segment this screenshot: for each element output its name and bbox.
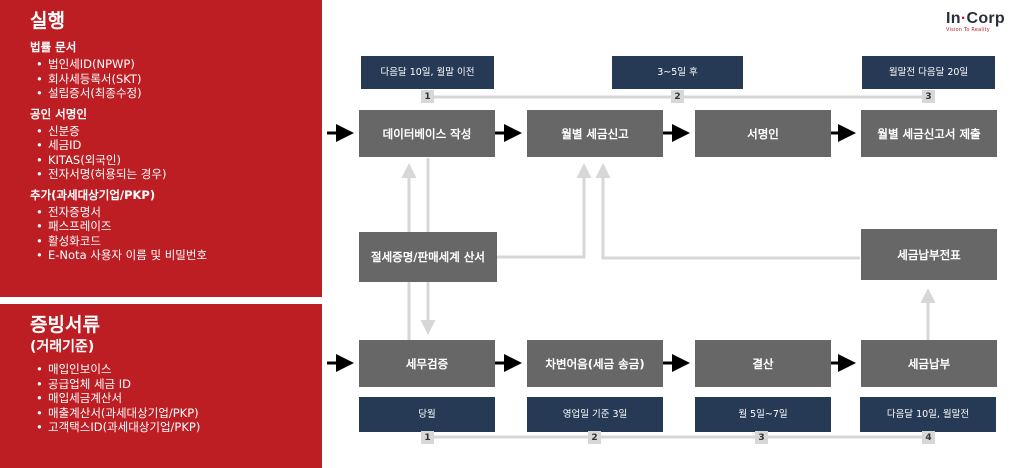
- list-item: 패스프레이즈: [34, 219, 322, 234]
- logo-text: In: [946, 10, 961, 27]
- process-signatory: 서명인: [695, 110, 831, 157]
- incorp-logo: In·Corp Vision To Reality: [946, 10, 1016, 36]
- list-item: 매입세금계산서: [34, 391, 322, 406]
- list-item: 법인세ID(NPWP): [34, 57, 322, 72]
- bottom-step-number-2: 2: [588, 431, 601, 444]
- arrow-slip-to-filing: [595, 163, 860, 260]
- top-step-number-1: 1: [421, 90, 434, 103]
- process-tax-payment: 세금납부: [861, 340, 997, 387]
- supporting-docs-subtitle: (거래기준): [30, 339, 95, 355]
- process-settlement: 결산: [695, 340, 831, 387]
- list-item: E-Nota 사용자 이름 및 비밀번호: [34, 248, 322, 263]
- signatory-list: 신분증 세금ID KITAS(외국인) 전자서명(허용되는 경우): [34, 124, 322, 182]
- bottom-timeline-label-3: 월 5일~7일: [695, 397, 831, 432]
- bottom-step-number-4: 4: [922, 431, 935, 444]
- logo-dot: ·: [960, 10, 967, 27]
- supporting-docs-list: 매입인보이스 공급업체 세금 ID 매입세금계산서 매출계산서(과세대상기업/P…: [34, 362, 322, 435]
- top-timeline-label-1: 다음달 10일, 월말 이전: [361, 56, 494, 89]
- supporting-docs-title: 증빙서류: [30, 314, 100, 336]
- list-item: 설립증서(최종수정): [34, 86, 322, 101]
- list-item: 활성화코드: [34, 234, 322, 249]
- list-item: 신분증: [34, 124, 322, 139]
- bottom-step-number-3: 3: [755, 431, 768, 444]
- list-item: KITAS(외국인): [34, 153, 322, 168]
- process-tax-payment-slip: 세금납부전표: [861, 229, 997, 280]
- section-signatory-title: 공인 서명인: [30, 106, 87, 121]
- process-tax-certificate-invoice: 절세증명/판매세계 산서: [359, 232, 497, 282]
- list-item: 전자증명서: [34, 205, 322, 220]
- top-step-number-2: 2: [671, 90, 684, 103]
- bottom-timeline-label-1: 당월: [359, 397, 495, 432]
- logo-text: Corp: [966, 10, 1005, 27]
- bottom-step-number-1: 1: [421, 431, 434, 444]
- list-item: 매입인보이스: [34, 362, 322, 377]
- list-item: 공급업체 세금 ID: [34, 377, 322, 392]
- execution-panel: 실행 법률 문서 법인세ID(NPWP) 회사세등록서(SKT) 설립증서(최종…: [0, 0, 322, 297]
- list-item: 회사세등록서(SKT): [34, 72, 322, 87]
- top-step-number-3: 3: [922, 90, 935, 103]
- list-item: 매출계산서(과세대상기업/PKP): [34, 406, 322, 421]
- process-monthly-return-submission: 월별 세금신고서 제출: [861, 110, 997, 157]
- process-debit-note-remittance: 차변어음(세금 송금): [527, 340, 663, 387]
- arrow-certificate-to-filing: [497, 163, 592, 259]
- process-tax-verification: 세무검증: [359, 340, 495, 387]
- section-additional-title: 추가(과세대상기업/PKP): [30, 187, 156, 202]
- list-item: 고객택스ID(과세대상기업/PKP): [34, 420, 322, 435]
- logo-tagline: Vision To Reality: [946, 27, 990, 33]
- top-timeline-label-3: 월말전 다음달 20일: [862, 56, 995, 89]
- supporting-docs-panel: 증빙서류 (거래기준) 매입인보이스 공급업체 세금 ID 매입세금계산서 매출…: [0, 304, 322, 468]
- top-timeline-label-2: 3~5일 후: [612, 56, 743, 89]
- list-item: 전자서명(허용되는 경우): [34, 167, 322, 182]
- process-database-creation: 데이터베이스 작성: [359, 110, 495, 157]
- bottom-timeline-label-4: 다음달 10일, 월말전: [860, 397, 996, 432]
- bottom-timeline-label-2: 영업일 기준 3일: [527, 397, 663, 432]
- additional-list: 전자증명서 패스프레이즈 활성화코드 E-Nota 사용자 이름 및 비밀번호: [34, 205, 322, 263]
- legal-docs-list: 법인세ID(NPWP) 회사세등록서(SKT) 설립증서(최종수정): [34, 57, 322, 101]
- execution-title: 실행: [30, 10, 65, 32]
- section-legal-docs-title: 법률 문서: [30, 40, 77, 54]
- list-item: 세금ID: [34, 138, 322, 153]
- process-monthly-tax-filing: 월별 세금신고: [527, 110, 663, 157]
